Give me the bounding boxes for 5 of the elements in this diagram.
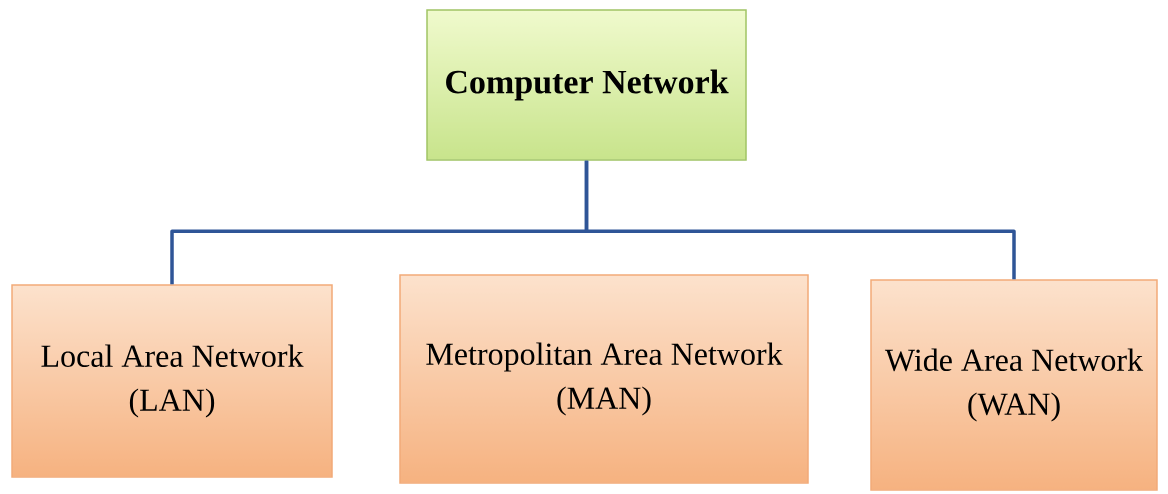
network-box: Metropolitan Area Network (MAN): [399, 274, 809, 484]
root-box: Computer Network: [426, 9, 747, 161]
connector-line: [584, 160, 1016, 280]
network-box: Wide Area Network (WAN): [870, 279, 1158, 491]
network-box: Local Area Network (LAN): [11, 284, 333, 478]
